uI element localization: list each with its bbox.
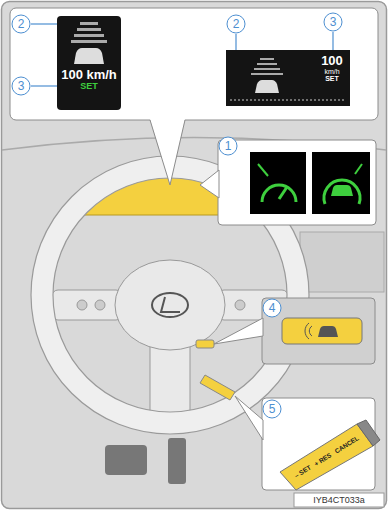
lane-bar [74,34,104,37]
switch-marking: + RES [313,452,333,468]
accelerator-pedal [168,438,186,484]
leader-line [235,34,236,50]
display-text: km/h [324,68,339,75]
callout-number: 2 [12,15,31,34]
callout-number: 1 [219,137,238,156]
display-text: 100 [321,54,343,68]
code-box [294,493,384,507]
cruise-button [196,340,214,348]
display-screen [57,16,121,110]
display-text: 100 km/h [61,68,117,82]
lane-bar [71,40,107,43]
indicator-tile [250,152,306,214]
wheel-spoke [52,290,122,320]
leader-line [31,23,57,24]
wheel-spoke [150,340,190,422]
lane-bar [251,73,283,75]
callout-number: 4 [263,299,282,318]
lane-bar [80,22,98,25]
lane-bar [254,68,280,70]
wheel-button [95,300,105,310]
car-icon [255,80,279,93]
indicator-arrow [258,164,268,176]
display-screen: 100km/hSET [316,54,348,82]
callout-number: 3 [12,77,31,96]
display-text: SET [325,75,339,82]
car-icon [331,185,353,196]
callout-pointer [235,396,263,440]
wheel-button [77,300,87,310]
cruise-indicator [279,187,287,199]
switch-marking: CANCEL [334,435,360,455]
callout-number: 3 [324,13,343,32]
leader-line [332,32,333,50]
callout-panel [10,8,378,120]
leader-line [31,85,57,86]
distance-button [282,318,362,344]
brake-pedal [105,445,147,475]
cruise-indicator [262,185,296,202]
callout-pointer [214,318,263,344]
figure-code: IYB4CT033a [313,496,365,505]
control-lever [200,375,235,400]
switch-marking: – SET [294,464,313,479]
wheel-button [235,300,245,310]
lane-bar [77,28,101,31]
car-icon [74,48,104,64]
callout-pointer [200,170,219,198]
display-text: SET [80,82,98,91]
wheel-spoke [218,290,288,320]
callout-box [218,140,376,225]
logo [152,293,188,317]
dotted-line [230,100,346,101]
lever-tip [357,420,380,446]
control-lever [280,424,373,490]
indicator-arrow [355,164,362,174]
indicator-tile [312,152,370,214]
lane-bar [257,63,277,65]
callout-box [262,398,375,490]
wheel-hub [115,260,225,350]
center-console [300,232,384,292]
logo [161,297,180,312]
callout-number: 2 [227,15,246,34]
callout-pointer [150,120,185,185]
cruise-indicator [324,180,360,204]
wave-icon [305,323,312,339]
car-icon [318,326,338,337]
callout-box [262,298,375,364]
lane-bar [260,58,274,60]
callout-number: 5 [263,400,282,419]
display-screen [226,50,350,106]
callout-pointer [150,119,185,185]
display-screen: 100 km/hSET [57,68,121,91]
